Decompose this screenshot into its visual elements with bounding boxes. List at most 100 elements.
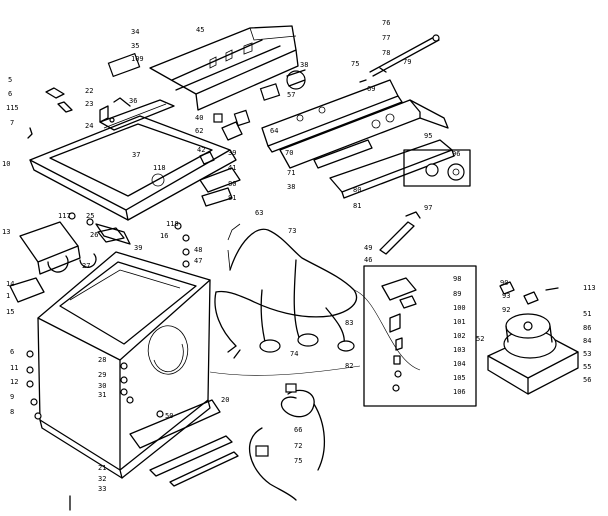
callout-number: 115 [6,104,19,112]
callout-number: 22 [85,87,93,95]
callout-number: 11 [10,364,18,372]
callout-number: 36 [129,97,137,105]
callout-number: 13 [2,228,10,236]
callout-number: 63 [255,209,263,217]
callout-number: 46 [364,256,372,264]
callout-number: 9 [10,393,14,401]
hose [379,211,421,255]
callout-number: 106 [453,388,466,396]
callout-number: 51 [583,310,591,318]
callout-number: 98 [453,275,461,283]
callout-number: 81 [353,202,361,210]
callout-number: 25 [86,212,94,220]
callout-number: 39 [134,244,142,252]
callout-labels: 3435451097677787975385769561157222324364… [2,19,596,493]
callout-number: 8 [10,408,14,416]
callout-number: 10 [2,160,10,168]
callout-number: 75 [351,60,359,68]
callout-number: 15 [6,308,14,316]
washer-top-lid [29,99,237,245]
control-rear-panel [261,79,449,169]
callout-number: 81 [228,194,236,202]
knob-inset [403,149,471,187]
callout-number: 6 [8,90,12,98]
callout-number: 109 [131,55,144,63]
callout-number: 5 [8,76,12,84]
callout-number: 104 [453,360,466,368]
callout-number: 21 [98,464,106,472]
callout-number: 90 [500,279,508,287]
callout-number: 78 [382,49,390,57]
callout-number: 47 [194,257,202,265]
fasteners [26,212,190,420]
callout-number: 24 [85,122,93,130]
timer-switch-group [213,69,306,141]
callout-number: 31 [98,391,106,399]
callout-number: 41 [228,164,236,172]
callout-number: 70 [285,149,293,157]
callout-number: 80 [353,186,361,194]
callout-number: 48 [194,246,202,254]
callout-number: 40 [195,114,203,122]
callout-number: 57 [287,91,295,99]
callout-number: 74 [290,350,298,358]
callout-number: 75 [294,457,302,465]
callout-number: 38 [300,61,308,69]
callout-number: 118 [153,164,166,172]
callout-number: 72 [294,442,302,450]
power-cord [248,383,326,501]
console-top-panel [107,25,299,111]
callout-number: 62 [195,127,203,135]
callout-number: 96 [452,150,460,158]
callout-number: 50 [165,412,173,420]
washer-cabinet [37,251,239,487]
callout-number: 103 [453,346,466,354]
hinge-parts [27,87,131,139]
lid-switch-parts [199,151,241,207]
callout-number: 77 [382,34,390,42]
callout-number: 39 [228,149,236,157]
callout-number: 32 [98,475,106,483]
callout-number: 14 [6,280,14,288]
callout-number: 35 [131,42,139,50]
wire-harness [214,223,358,359]
callout-number: 83 [345,319,353,327]
callout-number: 113 [583,284,596,292]
callout-number: 53 [583,350,591,358]
callout-number: 80 [228,180,236,188]
callout-number: 66 [294,426,302,434]
callout-number: 1 [6,292,10,300]
callout-number: 37 [132,151,140,159]
callout-number: 38 [287,183,295,191]
callout-number: 95 [424,132,432,140]
callout-number: 6 [10,348,14,356]
callout-number: 20 [221,396,229,404]
callout-number: 100 [453,304,466,312]
callout-number: 79 [403,58,411,66]
callout-number: 102 [453,332,466,340]
callout-number: 29 [98,371,106,379]
callout-number: 76 [382,19,390,27]
callout-number: 12 [10,378,18,386]
callout-number: 45 [196,26,204,34]
callout-number: 101 [453,318,466,326]
callout-number: 27 [82,262,90,270]
callout-number: 42 [197,146,205,154]
callout-number: 82 [345,362,353,370]
callout-number: 92 [502,306,510,314]
callout-number: 86 [583,324,591,332]
callout-number: 84 [583,337,591,345]
callout-number: 33 [98,485,106,493]
callout-number: 117 [58,212,71,220]
callout-number: 73 [288,227,296,235]
callout-number: 118 [166,220,179,228]
callout-number: 34 [131,28,139,36]
rod-and-clip [359,34,440,83]
callout-number: 30 [98,382,106,390]
callout-number: 71 [287,169,295,177]
callout-number: 7 [10,119,14,127]
callout-number: 49 [364,244,372,252]
callout-number: 28 [98,356,106,364]
callout-number: 56 [583,376,591,384]
